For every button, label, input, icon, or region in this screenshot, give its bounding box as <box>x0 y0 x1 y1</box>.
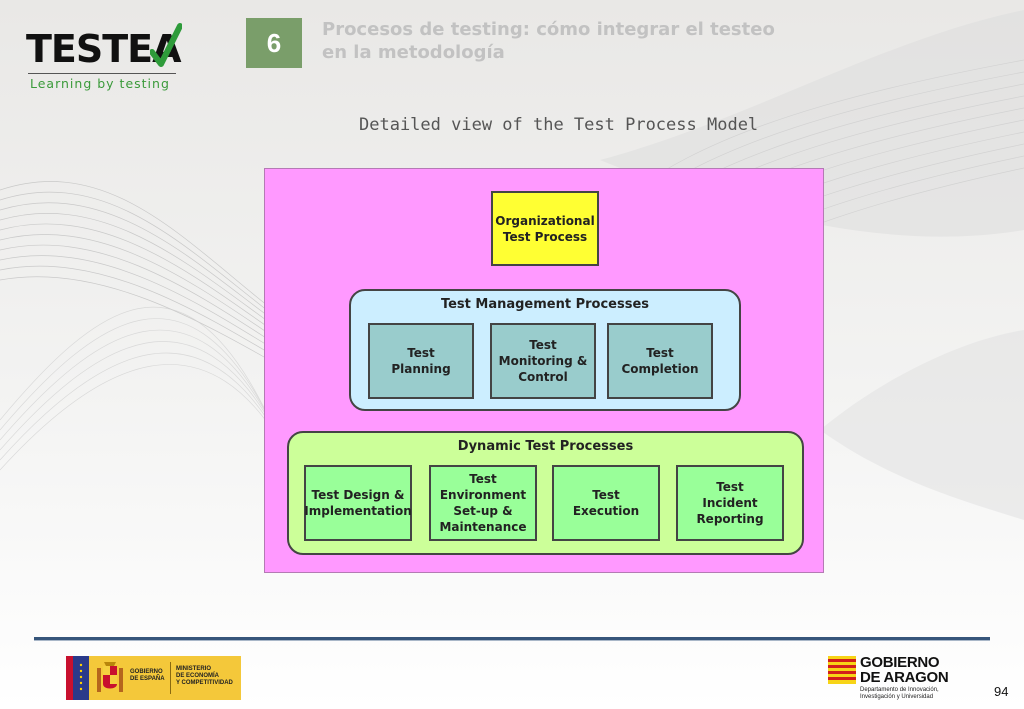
test-execution-box: Test Execution <box>552 465 660 541</box>
test-incident-reporting-box: Test Incident Reporting <box>676 465 784 541</box>
chapter-title: Procesos de testing: cómo integrar el te… <box>322 19 775 63</box>
test-monitoring-control-box: Test Monitoring & Control <box>490 323 596 399</box>
spain-logo-divider <box>170 662 171 694</box>
ministerio-text: MINISTERIO DE ECONOMÍA Y COMPETITIVIDAD <box>176 666 233 686</box>
organizational-test-process-box: Organizational Test Process <box>491 191 599 266</box>
gobierno-espana-text: GOBIERNO DE ESPAÑA <box>130 669 165 682</box>
gobierno-aragon-logo: GOBIERNO DE ARAGON Departamento de Innov… <box>828 654 968 704</box>
gobierno-espana-logo: GOBIERNO DE ESPAÑA MINISTERIO DE ECONOMÍ… <box>66 656 241 700</box>
logo-underline <box>28 73 176 74</box>
test-management-processes-group: Test Management Processes Test Planning … <box>349 289 741 411</box>
slide-subtitle: Detailed view of the Test Process Model <box>359 115 759 135</box>
checkmark-icon <box>150 23 182 67</box>
dynamic-test-processes-title: Dynamic Test Processes <box>457 439 634 454</box>
test-design-implementation-box: Test Design & Implementation <box>304 465 412 541</box>
page-number: 94 <box>994 684 1009 699</box>
aragon-department-text: Departamento de Innovación, Investigació… <box>860 687 939 700</box>
gobierno-aragon-text: GOBIERNO DE ARAGON <box>860 654 949 686</box>
test-process-model-diagram: Organizational Test Process Test Managem… <box>264 168 824 573</box>
flag-stripe <box>66 656 73 700</box>
testea-logo: TESTEA Learning by testing <box>24 23 182 94</box>
test-planning-box: Test Planning <box>368 323 474 399</box>
logo-tagline: Learning by testing <box>30 76 170 91</box>
footer-divider <box>34 637 990 640</box>
footer-divider-shadow <box>34 640 990 641</box>
coat-of-arms-icon <box>97 662 123 692</box>
test-environment-setup-box: Test Environment Set-up & Maintenance <box>429 465 537 541</box>
chapter-number-badge: 6 <box>246 18 302 68</box>
dynamic-test-processes-group: Dynamic Test Processes Test Design & Imp… <box>287 431 804 555</box>
test-completion-box: Test Completion <box>607 323 713 399</box>
test-management-processes-title: Test Management Processes <box>440 297 650 312</box>
eu-stars-icon <box>79 663 83 691</box>
aragon-flag-icon <box>828 656 856 684</box>
